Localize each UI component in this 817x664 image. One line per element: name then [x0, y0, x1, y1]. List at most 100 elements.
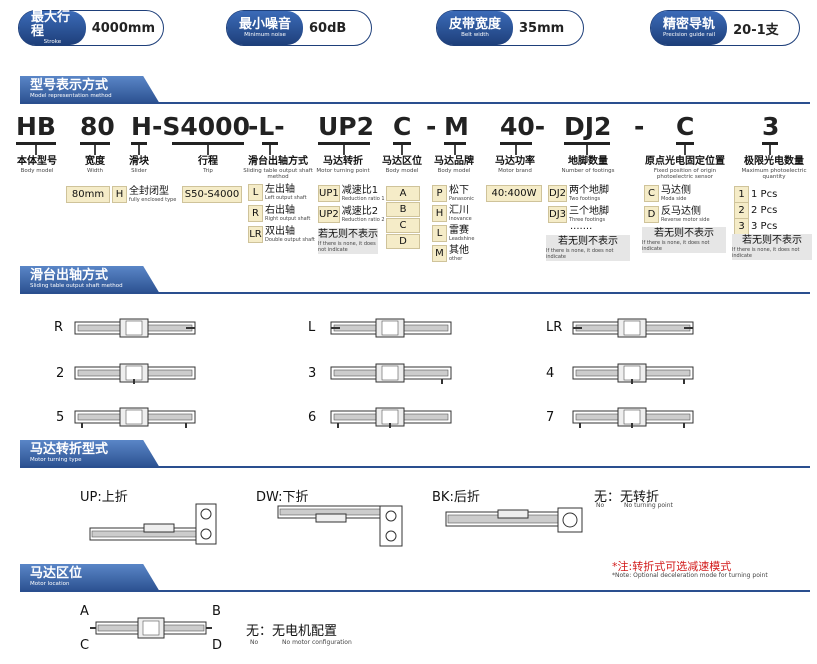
- turn-note-en: *Note: Optional deceleration mode for tu…: [612, 572, 768, 579]
- code-part: UP2: [318, 112, 375, 141]
- rail-drawing-3: [330, 363, 452, 384]
- shaft-label-r: R: [54, 320, 64, 335]
- code-part: -: [426, 112, 437, 141]
- code-part: DJ2: [564, 112, 612, 141]
- turn-type-none: 无：无转折: [594, 490, 660, 505]
- no-motor-en: No motor configuration: [282, 639, 352, 646]
- rail-drawing-5: [74, 407, 196, 428]
- section-divider: [20, 292, 810, 294]
- turn-none-en: No turning point: [624, 502, 673, 509]
- shaft-label-4: 4: [546, 366, 555, 381]
- location-label-b: B: [212, 604, 221, 619]
- code-underline: [762, 142, 778, 145]
- code-underline: [444, 142, 466, 145]
- shaft-label-7: 7: [546, 410, 555, 425]
- shaft-label-3: 3: [308, 366, 317, 381]
- spec-value: 35mm: [519, 20, 565, 36]
- code-part: 3: [762, 112, 780, 141]
- trip-value: S50-S4000: [182, 186, 242, 203]
- spec-value: 4000mm: [91, 20, 155, 36]
- connector: [269, 145, 271, 155]
- foot-dots: ·······: [570, 224, 593, 235]
- connector: [35, 145, 37, 155]
- code-underline: [172, 142, 244, 145]
- connector: [94, 145, 96, 155]
- section-divider: [20, 590, 810, 592]
- code-underline: [676, 142, 694, 145]
- turn-note: *注:转折式可选减速模式: [612, 560, 732, 573]
- turn-type-dw: DW:下折: [256, 490, 309, 505]
- section-divider: [20, 102, 810, 104]
- code-underline: [16, 142, 56, 145]
- section-divider: [20, 466, 810, 468]
- code-part: H: [131, 112, 152, 141]
- rail-drawing-lr: [572, 318, 694, 338]
- rail-drawing-l: [330, 318, 452, 338]
- location-label-a: A: [80, 604, 89, 619]
- location-label-c: C: [80, 638, 90, 653]
- code-part: C: [393, 112, 412, 141]
- no-motor-label: 无：无电机配置: [246, 624, 338, 639]
- code-underline: [500, 142, 532, 145]
- spec-value: 20-1支: [733, 22, 779, 38]
- shaft-label-lr: LR: [546, 320, 563, 335]
- power-value: 40:400W: [486, 185, 542, 202]
- location-label-d: D: [212, 638, 223, 653]
- code-part: -L-: [248, 112, 285, 141]
- connector: [515, 145, 517, 155]
- connector: [769, 145, 771, 155]
- code-part: C: [676, 112, 695, 141]
- rail-drawing-4: [572, 363, 694, 384]
- rail-drawing-r: [74, 318, 196, 338]
- turn-none-en-no: No: [596, 502, 605, 509]
- connector: [586, 145, 588, 155]
- rail-drawing-2: [74, 363, 196, 384]
- connector: [454, 145, 456, 155]
- code-part: HB: [16, 112, 56, 141]
- option-key: H: [112, 186, 127, 203]
- code-underline: [564, 142, 610, 145]
- code-part: 80: [80, 112, 115, 141]
- location-a: A: [386, 186, 420, 201]
- connector: [207, 145, 209, 155]
- spec-value: 60dB: [309, 20, 347, 36]
- turn-drawing-up: [89, 503, 217, 545]
- turn-type-up: UP:上折: [80, 490, 128, 505]
- location-b: B: [386, 202, 420, 217]
- shaft-label-6: 6: [308, 410, 317, 425]
- connector: [401, 145, 403, 155]
- shaft-label-2: 2: [56, 366, 65, 381]
- connector: [684, 145, 686, 155]
